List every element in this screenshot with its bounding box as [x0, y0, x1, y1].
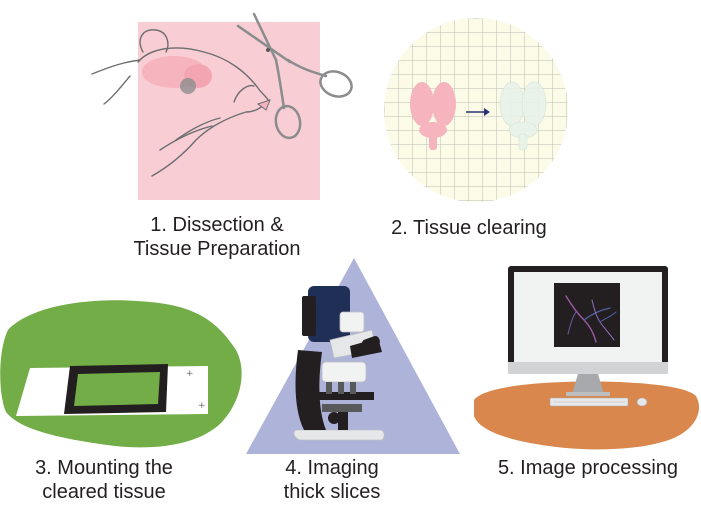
arrow-icon	[466, 108, 490, 116]
caption-step4-line1: 4. Imaging	[285, 457, 379, 479]
computer-monitor-icon	[508, 266, 668, 396]
caption-step5-line1: 5. Image processing	[497, 457, 679, 479]
mouse-device-icon	[636, 397, 648, 407]
caption-step1: 1. Dissection & Tissue Preparation	[112, 213, 322, 261]
image-panel	[554, 283, 620, 347]
microscope-icon	[293, 286, 385, 441]
svg-text:+: +	[186, 369, 194, 379]
brain-cleared-icon	[499, 81, 547, 151]
caption-step1-line2: Tissue Preparation	[133, 238, 301, 260]
caption-step3: 3. Mounting the cleared tissue	[14, 456, 194, 504]
mouse-head-icon	[91, 29, 269, 177]
caption-step1-line1: 1. Dissection &	[150, 214, 284, 236]
caption-step2-line1: 2. Tissue clearing	[391, 217, 547, 239]
neuron-image	[565, 295, 617, 343]
step1-pink-panel	[138, 22, 320, 200]
cleared-tissue	[74, 372, 160, 406]
brain-uncleared-icon	[410, 82, 456, 150]
keyboard-icon	[549, 397, 629, 407]
scissors-icon	[236, 12, 353, 140]
caption-step2: 2. Tissue clearing	[374, 216, 564, 240]
caption-step4: 4. Imaging thick slices	[262, 456, 402, 504]
svg-text:+: +	[198, 401, 206, 411]
caption-step3-line1: 3. Mounting the	[35, 457, 173, 479]
caption-step5: 5. Image processing	[486, 456, 690, 480]
caption-step3-line2: cleared tissue	[42, 481, 166, 503]
caption-step4-line2: thick slices	[283, 481, 381, 503]
eye-icon	[180, 78, 196, 94]
